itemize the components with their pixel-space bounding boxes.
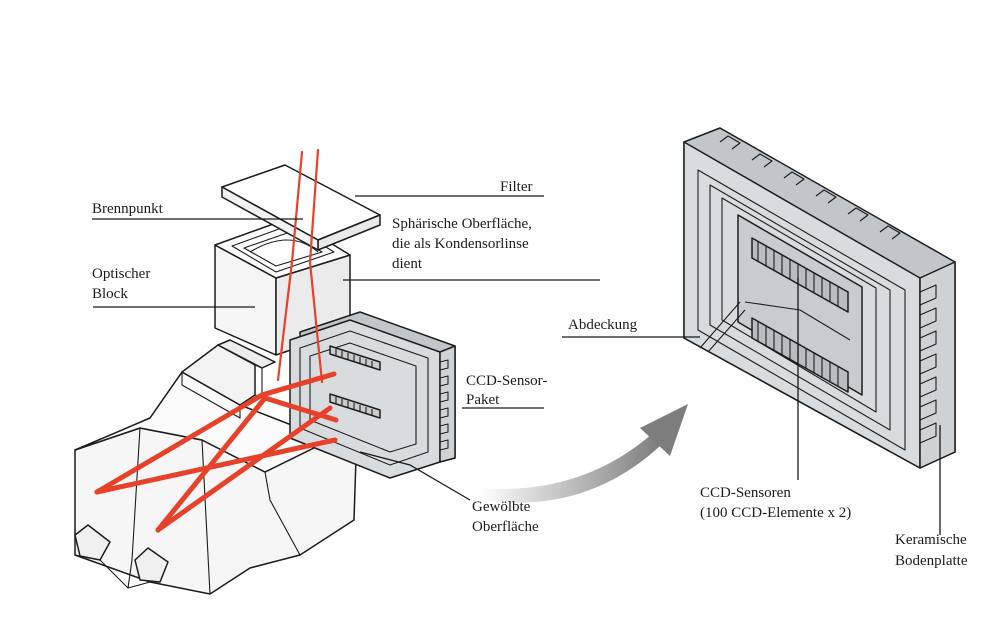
label-gewoelbte-oberflaeche-line1: Gewölbte [472, 499, 531, 515]
label-brennpunkt: Brennpunkt [92, 201, 164, 217]
leader-gewoelbte [359, 451, 471, 501]
ccd-sensor-package-small [289, 311, 456, 479]
label-optischer-block-line2: Block [92, 286, 128, 302]
label-ccd-sensor-paket-line1: CCD-Sensor- [466, 373, 547, 389]
optical-block [74, 164, 381, 595]
label-sphaerische-oberflaeche-line3: dient [392, 256, 423, 272]
label-optischer-block-line1: Optischer [92, 266, 150, 282]
light-beams [94, 148, 339, 533]
label-keramische-bodenplatte-line1: Keramische [895, 532, 967, 548]
label-abdeckung: Abdeckung [568, 317, 638, 333]
label-keramische-bodenplatte-line2: Bodenplatte [895, 553, 968, 569]
label-sphaerische-oberflaeche-line1: Sphärische Oberfläche, [392, 216, 532, 232]
label-gewoelbte-oberflaeche-line2: Oberfläche [472, 519, 539, 535]
label-filter: Filter [500, 179, 533, 195]
label-ccd-sensoren-line1: CCD-Sensoren [700, 485, 791, 501]
leader-lines [92, 195, 941, 535]
label-ccd-sensoren-line2: (100 CCD-Elemente x 2) [700, 505, 851, 521]
transition-arrow [480, 404, 688, 503]
ccd-sensor-package-large [683, 127, 956, 469]
label-sphaerische-oberflaeche-line2: die als Kondensorlinse [392, 236, 529, 252]
labels: Filter Brennpunkt Sphärische Oberfläche,… [92, 179, 968, 569]
label-ccd-sensor-paket-line2: Paket [466, 392, 500, 408]
